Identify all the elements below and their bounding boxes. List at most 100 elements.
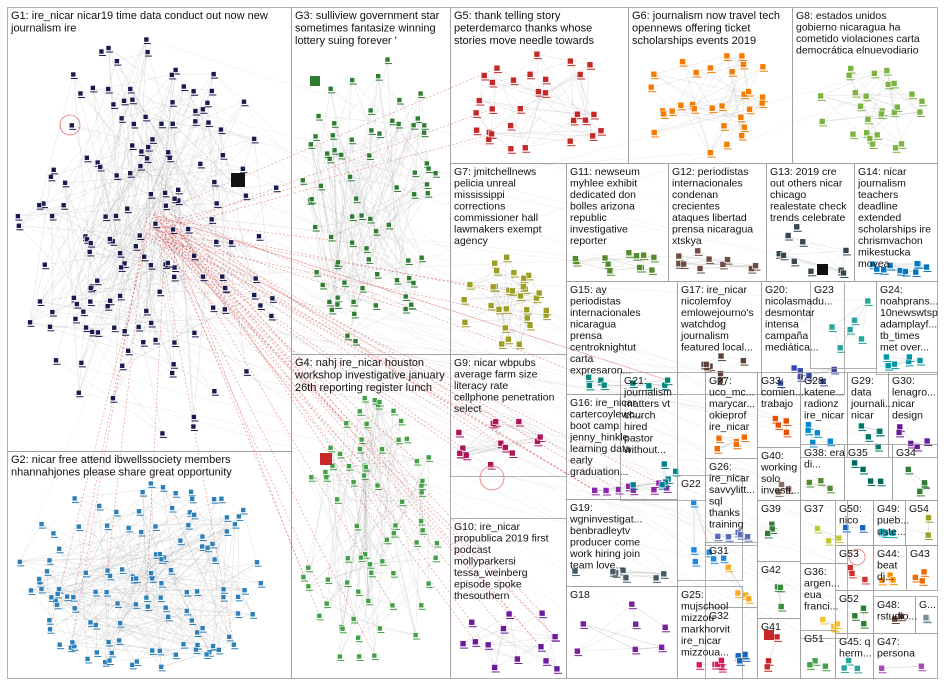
- node-g3[interactable]: [331, 120, 338, 127]
- node-g4[interactable]: [344, 579, 351, 586]
- node-g1[interactable]: [148, 320, 154, 326]
- avatar-node-icon[interactable]: [764, 630, 774, 640]
- node-g45[interactable]: [845, 657, 852, 664]
- node-g6[interactable]: [758, 99, 766, 107]
- node-g1[interactable]: [149, 136, 156, 143]
- node-g5[interactable]: [567, 57, 574, 65]
- node-g2[interactable]: [54, 601, 60, 608]
- node-g8[interactable]: [866, 135, 874, 142]
- node-g1[interactable]: [143, 308, 150, 314]
- node-g3[interactable]: [424, 181, 430, 188]
- node-g17[interactable]: [702, 361, 710, 368]
- node-g3[interactable]: [299, 177, 306, 184]
- node-g18[interactable]: [658, 643, 665, 651]
- node-g1[interactable]: [211, 179, 218, 185]
- node-g1[interactable]: [53, 357, 59, 364]
- node-g8[interactable]: [871, 70, 878, 77]
- node-g12[interactable]: [694, 247, 702, 255]
- node-g41[interactable]: [773, 633, 781, 641]
- node-g10[interactable]: [459, 640, 467, 647]
- node-g4[interactable]: [418, 489, 425, 496]
- node-g3[interactable]: [363, 245, 370, 252]
- node-g4[interactable]: [361, 395, 368, 401]
- node-g2[interactable]: [220, 586, 227, 593]
- node-g1[interactable]: [95, 329, 101, 336]
- node-g2[interactable]: [136, 508, 142, 515]
- node-g25[interactable]: [695, 661, 703, 669]
- node-g49[interactable]: [889, 529, 897, 537]
- node-g17[interactable]: [740, 357, 747, 364]
- node-g6[interactable]: [660, 110, 668, 118]
- node-g3[interactable]: [432, 170, 439, 176]
- node-g2[interactable]: [28, 587, 34, 594]
- node-g4[interactable]: [323, 600, 330, 607]
- node-g1[interactable]: [104, 303, 111, 309]
- node-g11[interactable]: [636, 264, 643, 271]
- node-g2[interactable]: [104, 567, 111, 574]
- node-g3[interactable]: [308, 141, 314, 148]
- node-g1[interactable]: [98, 48, 105, 55]
- node-g4[interactable]: [300, 574, 307, 580]
- node-g28[interactable]: [814, 429, 821, 437]
- node-g4[interactable]: [418, 602, 425, 609]
- node-g1[interactable]: [181, 83, 187, 90]
- node-g5[interactable]: [475, 97, 483, 104]
- node-g8[interactable]: [863, 129, 870, 136]
- node-g8[interactable]: [851, 89, 859, 96]
- node-g1[interactable]: [222, 306, 228, 313]
- node-g3[interactable]: [351, 311, 358, 317]
- node-g1[interactable]: [140, 339, 147, 345]
- node-g2[interactable]: [47, 626, 53, 633]
- node-g36[interactable]: [834, 620, 841, 628]
- node-g1[interactable]: [121, 98, 127, 104]
- node-g1[interactable]: [273, 184, 279, 191]
- node-g42[interactable]: [777, 584, 784, 591]
- node-g7[interactable]: [491, 259, 498, 267]
- node-g51[interactable]: [811, 657, 819, 665]
- node-g21[interactable]: [672, 468, 679, 475]
- node-g3[interactable]: [308, 196, 315, 203]
- node-g18[interactable]: [631, 646, 639, 653]
- node-g1[interactable]: [169, 120, 176, 127]
- node-g7[interactable]: [520, 274, 528, 282]
- node-g8[interactable]: [817, 92, 824, 100]
- node-g1[interactable]: [172, 67, 179, 73]
- node-g8[interactable]: [916, 108, 924, 116]
- node-g5[interactable]: [582, 116, 589, 124]
- node-g11[interactable]: [640, 251, 647, 259]
- node-g1[interactable]: [257, 302, 264, 309]
- node-g35[interactable]: [851, 459, 858, 467]
- node-g15[interactable]: [664, 376, 671, 384]
- node-g1[interactable]: [78, 360, 85, 366]
- node-g24[interactable]: [906, 353, 913, 361]
- node-g25[interactable]: [714, 661, 721, 668]
- avatar-node-icon[interactable]: [231, 173, 245, 187]
- node-g1[interactable]: [118, 115, 125, 122]
- node-g1[interactable]: [256, 233, 262, 240]
- node-g1[interactable]: [241, 98, 247, 105]
- node-g4[interactable]: [329, 462, 336, 469]
- node-g6[interactable]: [647, 83, 655, 91]
- node-g38[interactable]: [826, 485, 834, 492]
- node-g17[interactable]: [716, 376, 724, 384]
- node-g8[interactable]: [845, 71, 853, 79]
- node-g2[interactable]: [254, 559, 260, 566]
- node-g1[interactable]: [84, 154, 90, 161]
- node-g1[interactable]: [200, 106, 206, 113]
- node-g2[interactable]: [232, 521, 238, 527]
- node-g10[interactable]: [468, 618, 476, 626]
- node-g4[interactable]: [356, 408, 363, 415]
- node-g6[interactable]: [746, 105, 753, 113]
- node-g7[interactable]: [487, 302, 495, 309]
- node-g19[interactable]: [571, 567, 579, 575]
- node-g2[interactable]: [113, 509, 120, 515]
- node-g40[interactable]: [775, 488, 782, 496]
- node-g4[interactable]: [350, 479, 357, 485]
- node-g2[interactable]: [194, 629, 200, 636]
- node-g2[interactable]: [165, 614, 171, 620]
- node-g1[interactable]: [127, 86, 134, 92]
- node-g6[interactable]: [723, 52, 731, 60]
- node-g1[interactable]: [127, 170, 134, 177]
- node-g2[interactable]: [117, 620, 123, 626]
- node-g4[interactable]: [398, 418, 404, 424]
